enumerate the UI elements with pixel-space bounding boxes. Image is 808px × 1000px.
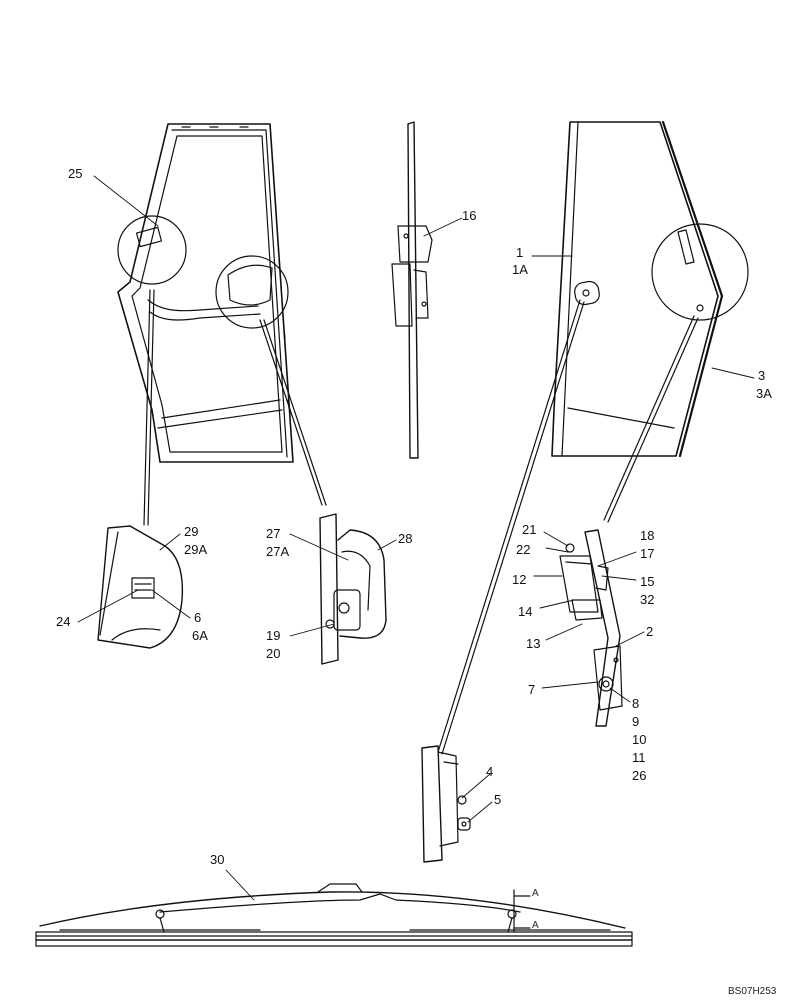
callout-29: 29 [184,524,199,539]
callout-21: 21 [522,522,537,537]
callout-22: 22 [516,542,531,557]
detail-lock-assembly [559,529,623,727]
drawing-code: BS07H253 [728,986,777,997]
callout-9: 9 [632,714,640,729]
callout-1a: 1A [512,262,528,277]
door-panel [551,120,724,458]
callout-32: 32 [640,592,655,607]
callout-12: 12 [512,572,527,587]
callout-27a: 27A [266,544,290,559]
callout-11: 11 [632,750,646,765]
callout-1: 1 [516,245,524,260]
callout-6: 6 [194,610,202,625]
callout-10: 10 [632,732,647,747]
door-frame [117,123,294,463]
callout-28: 28 [398,531,413,546]
callout-8: 8 [632,696,640,711]
callout-5: 5 [494,792,502,807]
callout-20: 20 [266,646,281,661]
callout-13: 13 [526,636,541,651]
wiper-blade [35,883,633,947]
callout-2: 2 [646,624,654,639]
callout-14: 14 [518,604,533,619]
detail-circle-latch [117,215,187,285]
detail-circle-handle [215,255,289,329]
callout-16: 16 [462,208,477,223]
callout-3a: 3A [756,386,772,401]
callout-26: 26 [632,768,647,783]
detail-latch-cover [97,525,184,649]
callout-7: 7 [528,682,536,697]
callout-30: 30 [210,852,225,867]
callout-27: 27 [266,526,281,541]
callout-29a: 29A [184,542,208,557]
callout-25: 25 [68,166,83,181]
callout-leaders [77,175,755,901]
callout-18: 18 [640,528,655,543]
inner-handle-outline [227,264,273,306]
panel-slot [677,229,695,265]
callout-4: 4 [486,764,494,779]
callout-15: 15 [640,574,655,589]
detail-edge-frame [391,121,433,459]
detail-hinge-pins [421,745,471,863]
callout-19: 19 [266,628,281,643]
callout-3: 3 [758,368,766,383]
detail-handle-assembly [319,513,387,665]
callout-24: 24 [56,614,71,629]
section-mark-lower: A [532,920,539,931]
callout-6a: 6A [192,628,208,643]
detail-circle-panel [651,223,749,321]
section-mark-upper: A [532,888,539,899]
callout-17: 17 [640,546,655,561]
